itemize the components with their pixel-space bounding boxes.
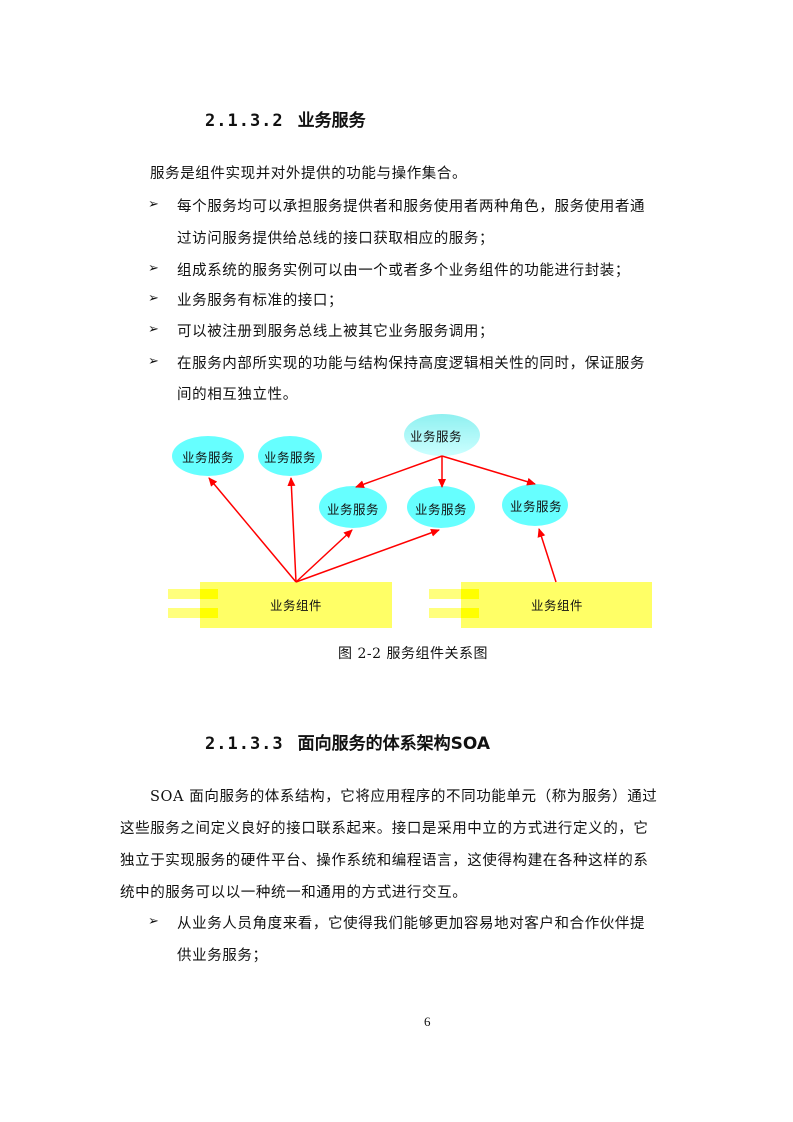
bullet-item-4: 可以被注册到服务总线上被其它业务服务调用；: [177, 324, 495, 340]
service-label: 业务服务: [510, 499, 563, 514]
paragraph-line-3: 独立于实现服务的硬件平台、操作系统和编程语言，这使得构建在各种这样的系: [120, 853, 649, 869]
component-c2: [429, 582, 652, 628]
bullet-item-3: 业务服务有标准的接口；: [177, 293, 344, 309]
paragraph-line-2: 这些服务之间定义良好的接口联系起来。接口是采用中立的方式进行定义的，它: [120, 821, 649, 837]
bullet-icon: ➢: [148, 197, 159, 212]
component-label: 业务组件: [531, 598, 584, 613]
section-number: 2.1.3.3: [205, 734, 284, 754]
section-title: 业务服务: [297, 111, 366, 131]
paragraph-line-1: SOA 面向服务的体系结构，它将应用程序的不同功能单元（称为服务）通过: [150, 789, 658, 805]
bullet-icon: ➢: [148, 354, 159, 369]
bullet-icon: ➢: [148, 322, 159, 337]
service-node-s3: [319, 486, 387, 528]
intro-paragraph: 服务是组件实现并对外提供的功能与操作集合。: [150, 166, 468, 182]
service-label: 业务服务: [415, 502, 468, 517]
bullet-item-1-line-2: 过访问服务提供给总线的接口获取相应的服务；: [177, 231, 495, 247]
service-component-diagram: [168, 414, 652, 628]
section-number: 2.1.3.2: [205, 111, 284, 131]
service-node-s1: [172, 436, 244, 476]
service-label: 业务服务: [264, 450, 317, 465]
service-node-s4: [407, 486, 475, 528]
section-heading-2-1-3-3: 2.1.3.3 面向服务的体系架构SOA: [205, 729, 490, 754]
soa-bullet-line-2: 供业务服务；: [177, 948, 268, 964]
bullet-icon: ➢: [148, 914, 159, 929]
service-node-s5: [502, 484, 568, 526]
section-heading-2-1-3-2: 2.1.3.2 业务服务: [205, 106, 366, 131]
bullet-item-5-line-1: 在服务内部所实现的功能与结构保持高度逻辑相关性的同时，保证服务: [177, 356, 646, 372]
section-title: 面向服务的体系架构SOA: [297, 734, 491, 754]
bullet-item-5-line-2: 间的相互独立性。: [177, 387, 298, 403]
service-node-top: [404, 414, 480, 456]
service-label: 业务服务: [327, 502, 380, 517]
soa-bullet-line-1: 从业务人员角度来看，它使得我们能够更加容易地对客户和合作伙伴提: [177, 916, 646, 932]
bullet-icon: ➢: [148, 261, 159, 276]
paragraph-line-4: 统中的服务可以以一种统一和通用的方式进行交互。: [120, 885, 468, 901]
service-node-s2: [258, 436, 322, 476]
bullet-icon: ➢: [148, 291, 159, 306]
service-label: 业务服务: [410, 429, 463, 444]
component-c1: [168, 582, 392, 628]
service-label: 业务服务: [182, 450, 235, 465]
bullet-item-2: 组成系统的服务实例可以由一个或者多个业务组件的功能进行封装；: [177, 263, 630, 279]
bullet-item-1-line-1: 每个服务均可以承担服务提供者和服务使用者两种角色，服务使用者通: [177, 199, 646, 215]
component-label: 业务组件: [270, 598, 323, 613]
figure-caption: 图 2-2 服务组件关系图: [338, 646, 488, 662]
page-number: 6: [424, 1014, 431, 1029]
relationship-arrows: [208, 455, 557, 583]
